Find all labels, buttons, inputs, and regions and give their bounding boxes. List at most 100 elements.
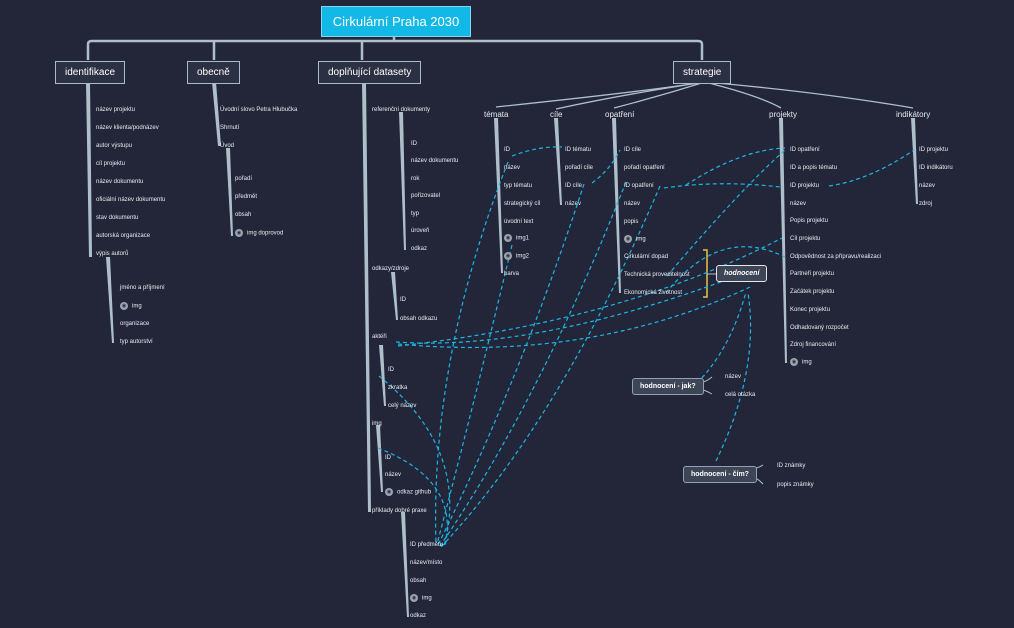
leaf-akt-zkratka: zkratka bbox=[388, 385, 408, 391]
leaf-cil-id-tematu: ID tématu bbox=[565, 147, 592, 153]
leaf-tem-id: ID bbox=[504, 147, 510, 153]
node-hodnoceni[interactable]: hodnocení bbox=[716, 265, 768, 282]
leaf-img-odkaz-github: ◉odkaz github bbox=[385, 488, 432, 496]
leaf-pro-popis: Popis projektu bbox=[790, 218, 829, 224]
image-icon: ◉ bbox=[235, 229, 243, 237]
leaf-pro-rozpocet: Odhadovaný rozpočet bbox=[790, 325, 849, 331]
leaf-autor-vystupu: autor výstupu bbox=[96, 143, 133, 149]
leaf-ind-id-indikatoru: ID indikátoru bbox=[919, 165, 953, 171]
leaf-pro-id-popis-tematu: ID a popis tématu bbox=[790, 165, 838, 171]
leaf-ref-typ: typ bbox=[411, 211, 420, 217]
leaf-cil-nazev: název bbox=[565, 201, 582, 207]
image-icon: ◉ bbox=[624, 235, 632, 243]
leaf-stav-dokumentu: stav dokumentu bbox=[96, 215, 139, 221]
leaf-nazev-dokumentu: název dokumentu bbox=[96, 179, 144, 185]
category-obecne[interactable]: obecně bbox=[187, 61, 240, 84]
leaf-opa-ekonomicka: Ekonomická životnost bbox=[624, 290, 683, 296]
node-indikatory[interactable]: indikátory bbox=[896, 110, 931, 119]
leaf-img-nazev: název bbox=[385, 472, 402, 478]
leaf-tem-typ: typ tématu bbox=[504, 183, 533, 189]
leaf-tem-strategicky-cil: strategický cíl bbox=[504, 201, 541, 207]
leaf-img-doprovod: ◉img doprovod bbox=[235, 229, 284, 237]
image-icon: ◉ bbox=[504, 234, 512, 242]
image-icon: ◉ bbox=[385, 488, 393, 496]
leaf-cil-projektu: cíl projektu bbox=[96, 161, 126, 167]
node-temata[interactable]: témata bbox=[484, 110, 509, 119]
leaf-hc-id-znamky: ID známky bbox=[777, 463, 806, 469]
node-cile[interactable]: cíle bbox=[550, 110, 563, 119]
leaf-pro-cil: Cíl projektu bbox=[790, 236, 821, 242]
leaf-ref-id: ID bbox=[411, 141, 417, 147]
leaf-opa-id-cile: ID cíle bbox=[624, 147, 642, 153]
image-icon: ◉ bbox=[120, 302, 128, 310]
leaf-ind-id-projektu: ID projektu bbox=[919, 147, 949, 153]
leaf-vypis-autoru: výpis autorů bbox=[96, 251, 129, 257]
leaf-organizace: organizace bbox=[120, 321, 150, 327]
category-doplnujici-datasety[interactable]: doplňující datasety bbox=[318, 61, 422, 84]
leaf-pro-partneri: Partneři projektu bbox=[790, 271, 835, 277]
leaf-typ-autorstvi: typ autorství bbox=[120, 339, 153, 345]
leaf-shrnuti: Shrnutí bbox=[220, 125, 240, 131]
leaf-opa-img: ◉img bbox=[624, 235, 646, 243]
image-icon: ◉ bbox=[790, 358, 798, 366]
node-hodnoceni-jak[interactable]: hodnocení - jak? bbox=[632, 378, 704, 395]
leaf-nazev-klienta: název klienta/podnázev bbox=[96, 125, 159, 131]
leaf-autor-img: ◉img bbox=[120, 302, 142, 310]
leaf-priklady-dobre-praxe: příklady dobré praxe bbox=[372, 508, 427, 514]
leaf-opa-poradi: pořadí opatření bbox=[624, 165, 665, 171]
leaf-obsah: obsah bbox=[235, 212, 252, 218]
leaf-pri-img: ◉img bbox=[410, 594, 432, 602]
leaf-ind-nazev: název bbox=[919, 183, 936, 189]
leaf-pro-nazev: název bbox=[790, 201, 807, 207]
leaf-ref-uroven: úroveň bbox=[411, 228, 430, 234]
leaf-pri-obsah: obsah bbox=[410, 578, 427, 584]
leaf-odk-obsah: obsah odkazu bbox=[400, 316, 438, 322]
leaf-odkazy-zdroje: odkazy/zdroje bbox=[372, 266, 410, 272]
leaf-pri-nazev-misto: název/místo bbox=[410, 560, 443, 566]
leaf-ref-rok: rok bbox=[411, 176, 420, 182]
leaf-uvod: Úvod bbox=[220, 143, 235, 149]
leaf-pro-zdroj-financovani: Zdroj financování bbox=[790, 342, 837, 348]
leaf-hj-nazev: název bbox=[725, 374, 742, 380]
leaf-pri-id-predmetu: ID předmětu bbox=[410, 542, 444, 548]
leaf-akt-id: ID bbox=[388, 367, 394, 373]
leaf-tem-img1: ◉img1 bbox=[504, 234, 530, 242]
leaf-nazev-projektu: název projektu bbox=[96, 107, 136, 113]
leaf-predmet: předmět bbox=[235, 194, 258, 200]
leaf-tem-uvodni-text: úvodní text bbox=[504, 219, 534, 225]
leaf-oficialni-nazev: oficiální název dokumentu bbox=[96, 197, 166, 203]
leaf-ref-odkaz: odkaz bbox=[411, 246, 428, 252]
leaf-cil-id-cile: ID cíle bbox=[565, 183, 583, 189]
image-icon: ◉ bbox=[410, 594, 418, 602]
leaf-opa-id-opatreni: ID opatření bbox=[624, 183, 654, 189]
leaf-pri-odkaz: odkaz bbox=[410, 613, 427, 619]
leaf-pro-id-projektu: ID projektu bbox=[790, 183, 820, 189]
leaf-img-dataset: img bbox=[372, 421, 382, 427]
root-title: Cirkulární Praha 2030 bbox=[321, 6, 471, 37]
leaf-img-id: ID bbox=[385, 455, 391, 461]
leaf-akteri: aktéři bbox=[372, 334, 387, 340]
category-strategie[interactable]: strategie bbox=[673, 61, 732, 84]
leaf-pro-odpovednost: Odpovědnost za přípravu/realizaci bbox=[790, 254, 882, 260]
leaf-tem-barva: barva bbox=[504, 271, 520, 277]
leaf-tem-nazev: název bbox=[504, 165, 521, 171]
leaf-odk-id: ID bbox=[400, 297, 406, 303]
leaf-pro-img: ◉img bbox=[790, 358, 812, 366]
leaf-pro-id-opatreni: ID opatření bbox=[790, 147, 820, 153]
leaf-hc-popis-znamky: popis známky bbox=[777, 482, 814, 488]
node-opatreni[interactable]: opatření bbox=[605, 110, 635, 119]
leaf-poradi: pořadí bbox=[235, 176, 253, 182]
leaf-ref-porizovatel: pořizovatel bbox=[411, 193, 441, 199]
leaf-opa-nazev: název bbox=[624, 201, 641, 207]
category-identifikace[interactable]: identifikace bbox=[55, 61, 126, 84]
leaf-jmeno-prijmeni: jméno a příjmení bbox=[120, 285, 165, 291]
leaf-autorska-organizace: autorská organizace bbox=[96, 233, 151, 239]
leaf-opa-cirkularni-dopad: Cirkulární dopad bbox=[624, 254, 669, 260]
node-hodnoceni-cim[interactable]: hodnocení - čím? bbox=[683, 466, 757, 483]
leaf-ind-zdroj: zdroj bbox=[919, 201, 933, 207]
leaf-tem-img2: ◉img2 bbox=[504, 252, 530, 260]
node-projekty[interactable]: projekty bbox=[769, 110, 798, 119]
leaf-uvodni-slovo: Úvodní slovo Petra Hlubučka bbox=[220, 107, 298, 113]
leaf-cil-poradi: pořadí cíle bbox=[565, 165, 594, 171]
